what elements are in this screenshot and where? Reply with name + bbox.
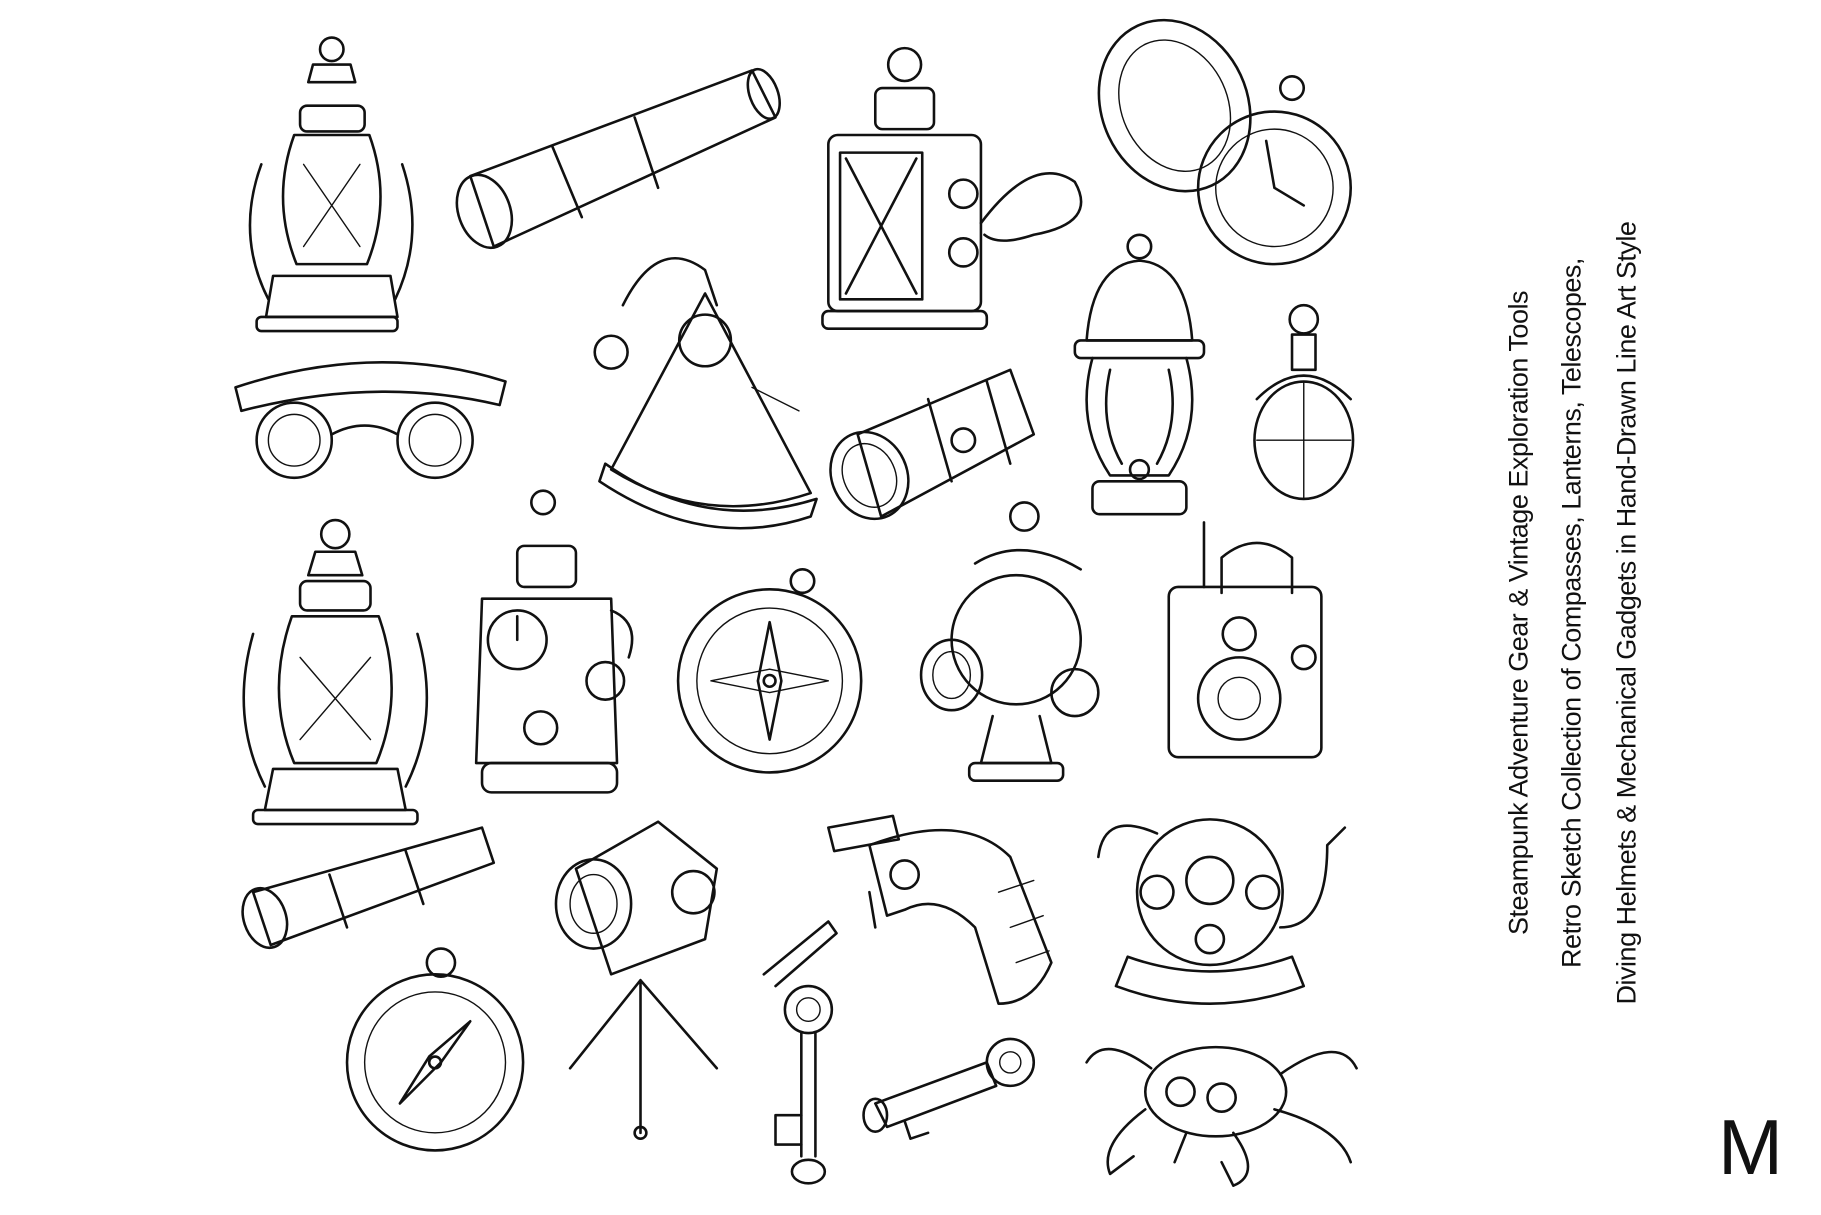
oil-lantern-illustration-2 bbox=[242, 518, 429, 826]
brass-cylinder-illustration bbox=[829, 368, 1036, 521]
small-telescope-illustration bbox=[241, 826, 496, 950]
lamp-box-illustration bbox=[821, 46, 1083, 330]
title-line-2: Retro Sketch Collection of Compasses, La… bbox=[1556, 258, 1587, 968]
goggles-illustration bbox=[234, 361, 507, 480]
pipe-gadget-illustration bbox=[827, 814, 1053, 1005]
oil-lantern-illustration bbox=[248, 36, 414, 333]
telescope-illustration bbox=[455, 67, 781, 249]
compass-illustration-2 bbox=[345, 947, 525, 1152]
key-illustration bbox=[762, 920, 838, 1185]
diving-helmet-illustration bbox=[1097, 818, 1347, 1005]
camera-device-illustration bbox=[919, 501, 1100, 782]
sextant-illustration bbox=[593, 256, 818, 530]
title-line-3: Diving Helmets & Mechanical Gadgets in H… bbox=[1611, 221, 1642, 1005]
open-pocket-watch-illustration bbox=[1097, 18, 1353, 266]
brand-logo: M bbox=[1718, 1103, 1783, 1191]
tripod-camera-illustration bbox=[554, 820, 719, 1140]
lock-box-illustration bbox=[1167, 521, 1323, 759]
mechanical-crab-illustration bbox=[1085, 1045, 1358, 1187]
dome-lantern-illustration bbox=[1073, 233, 1206, 516]
title-line-1: Steampunk Adventure Gear & Vintage Explo… bbox=[1503, 291, 1534, 935]
compass-illustration bbox=[676, 568, 863, 774]
gauge-device-illustration bbox=[474, 489, 634, 794]
small-key-illustration bbox=[862, 1037, 1036, 1140]
small-lamp-illustration bbox=[1253, 303, 1355, 501]
